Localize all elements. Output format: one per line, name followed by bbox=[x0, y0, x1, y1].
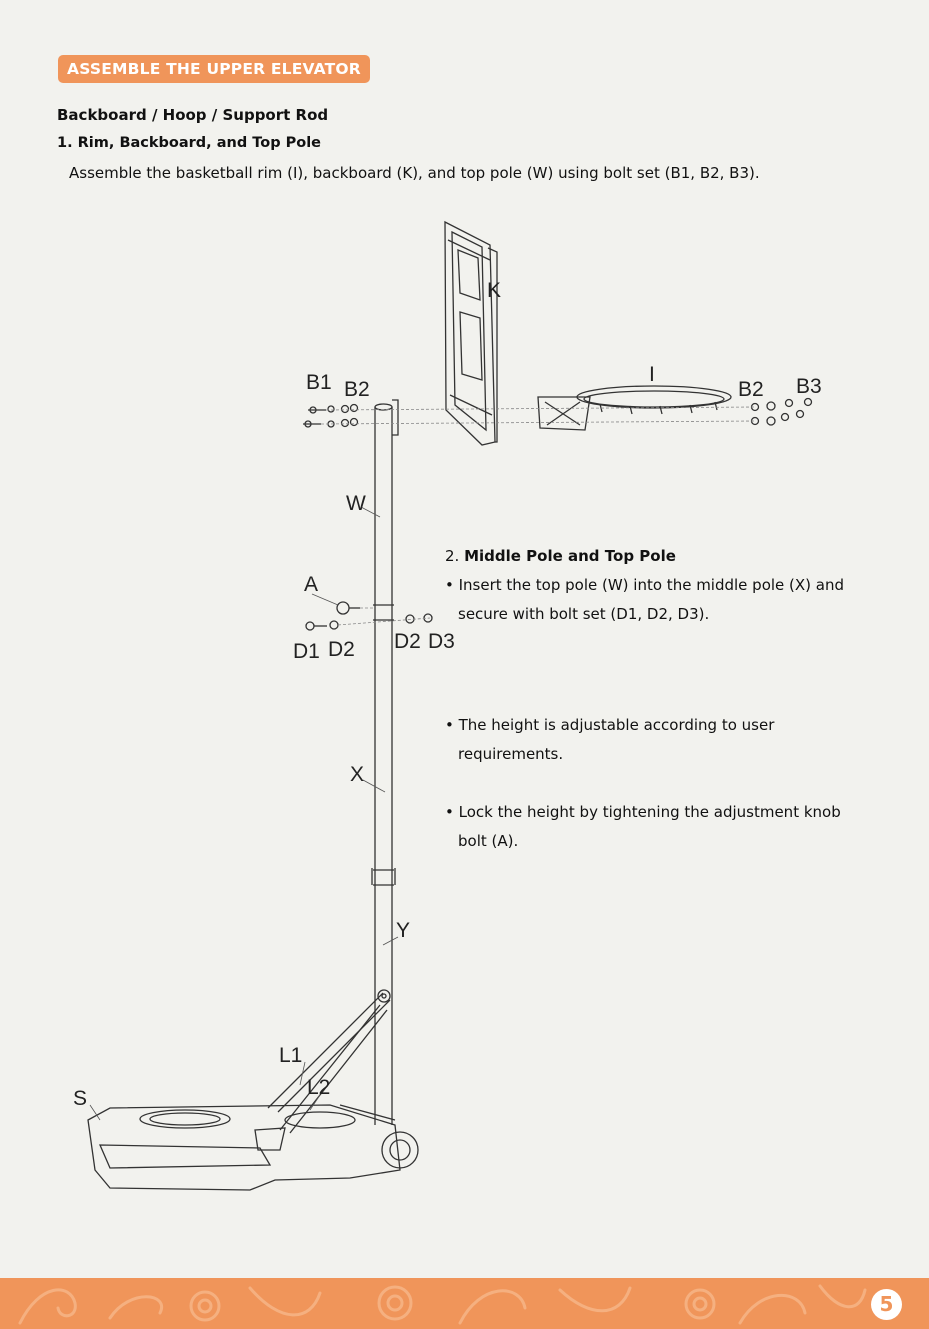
leader-lines bbox=[89, 506, 399, 1121]
pole-drawing bbox=[371, 399, 399, 1125]
bolt-set-d-drawing bbox=[305, 601, 433, 631]
page-number: 5 bbox=[871, 1289, 902, 1320]
alignment-lines bbox=[320, 406, 756, 626]
note2-line2: bolt (A). bbox=[458, 832, 519, 850]
label-s: S bbox=[73, 1087, 87, 1110]
label-a: A bbox=[304, 573, 318, 596]
label-b2-right: B2 bbox=[738, 378, 764, 401]
step2-block: 2. Middle Pole and Top Pole • Insert the… bbox=[445, 542, 895, 629]
note1-line1: • The height is adjustable according to … bbox=[445, 716, 775, 734]
section-title: Backboard / Hoop / Support Rod bbox=[57, 106, 329, 124]
base-drawing bbox=[87, 1104, 419, 1191]
step1-text: Assemble the basketball rim (I), backboa… bbox=[69, 164, 760, 182]
step2-bullet-line2: secure with bolt set (D1, D2, D3). bbox=[458, 605, 710, 623]
section-badge: ASSEMBLE THE UPPER ELEVATOR bbox=[58, 55, 370, 83]
label-x: X bbox=[350, 763, 364, 786]
note-lock-height: • Lock the height by tightening the adju… bbox=[445, 798, 895, 856]
note1-line2: requirements. bbox=[458, 745, 564, 763]
label-d2-right: D2 bbox=[394, 630, 421, 653]
note-height-adjustable: • The height is adjustable according to … bbox=[445, 711, 895, 769]
label-w: W bbox=[346, 492, 366, 515]
label-d2-left: D2 bbox=[328, 638, 355, 661]
footer-band bbox=[0, 1278, 929, 1329]
label-b3: B3 bbox=[796, 375, 822, 398]
step2-bullet-line1: • Insert the top pole (W) into the middl… bbox=[445, 576, 845, 594]
step2-title: Middle Pole and Top Pole bbox=[464, 547, 676, 565]
label-l2: L2 bbox=[307, 1076, 330, 1099]
label-y: Y bbox=[396, 919, 410, 942]
label-l1: L1 bbox=[279, 1044, 302, 1067]
step2-number: 2. bbox=[445, 547, 460, 565]
label-d3: D3 bbox=[428, 630, 455, 653]
label-b1: B1 bbox=[306, 371, 332, 394]
footer-swirl-pattern bbox=[18, 1284, 867, 1325]
note2-line1: • Lock the height by tightening the adju… bbox=[445, 803, 841, 821]
backboard-drawing bbox=[444, 220, 498, 446]
label-b2-left: B2 bbox=[344, 378, 370, 401]
bolt-set-b-drawing bbox=[303, 397, 813, 428]
label-i: I bbox=[649, 363, 655, 386]
step1-title: 1. Rim, Backboard, and Top Pole bbox=[57, 135, 322, 151]
label-d1: D1 bbox=[293, 640, 320, 663]
label-k: K bbox=[487, 279, 501, 302]
